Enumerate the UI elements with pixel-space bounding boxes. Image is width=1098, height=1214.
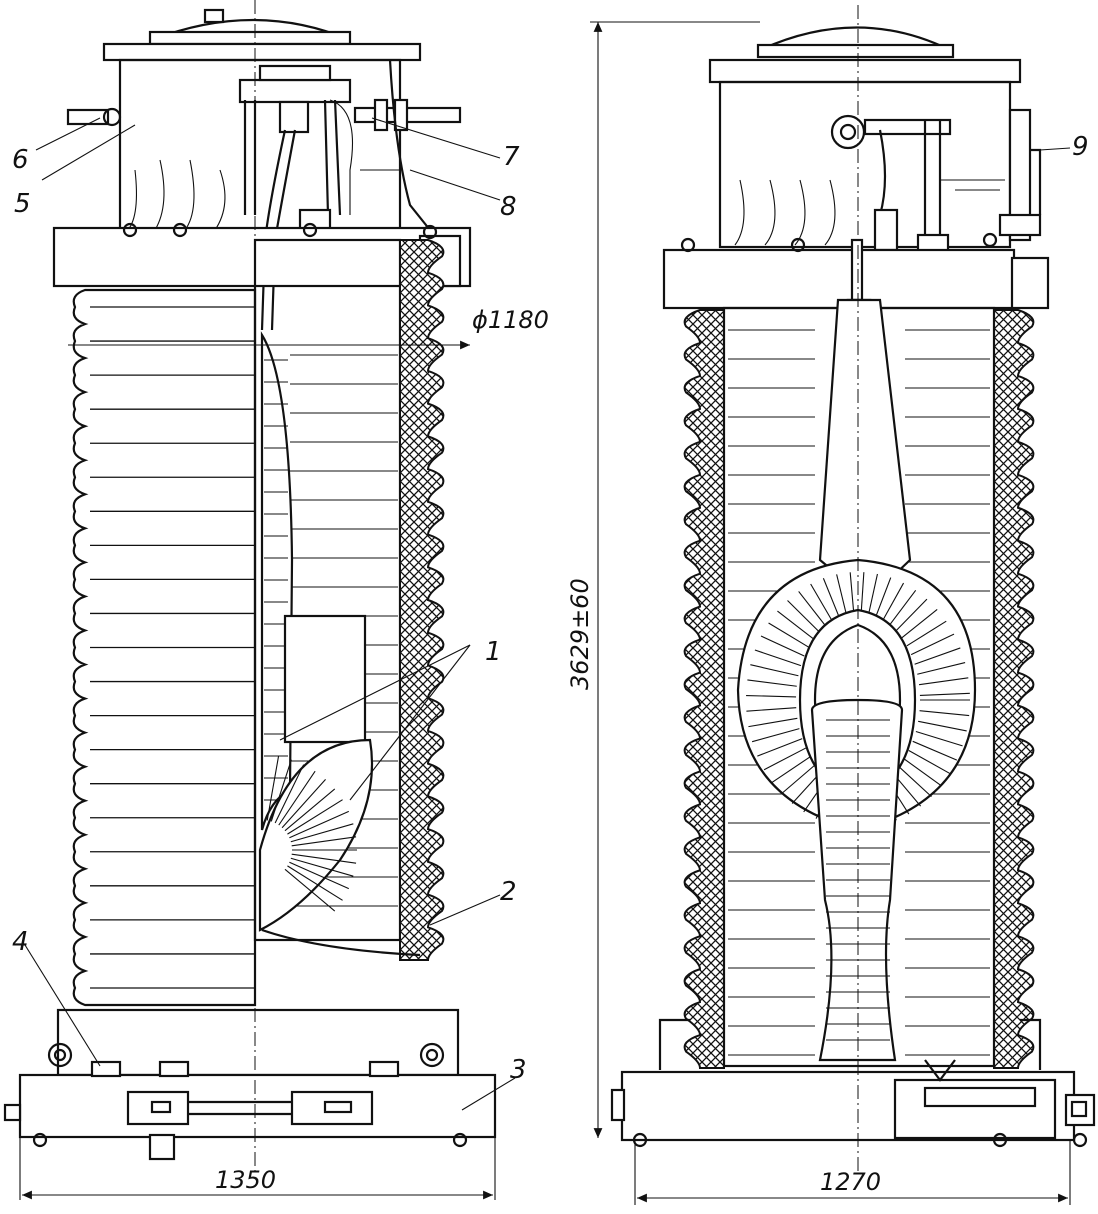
label-8: 8 xyxy=(500,192,517,222)
right-core xyxy=(818,298,912,602)
dimension-1270: 1270 xyxy=(634,1140,1071,1205)
right-base xyxy=(610,1018,1096,1148)
left-base xyxy=(3,1008,497,1161)
left-porcelain-housing xyxy=(72,288,257,1007)
dimension-height: 3629±60 xyxy=(566,21,760,1138)
label-1: 1 xyxy=(485,637,502,667)
dim-right-height: 3629±60 xyxy=(566,578,594,690)
label-7: 7 xyxy=(503,142,520,172)
dim-left-diameter: ϕ1180 xyxy=(472,306,549,334)
label-3: 3 xyxy=(510,1055,527,1085)
left-view: 1350 ϕ1180 6 5 7 8 1 2 4 3 xyxy=(3,0,549,1200)
right-top-cover xyxy=(708,26,1042,267)
dimension-diameter: ϕ1180 xyxy=(68,306,549,350)
dim-left-width: 1350 xyxy=(215,1166,276,1194)
right-view: 3629±60 1270 9 xyxy=(566,5,1096,1205)
dim-right-width: 1270 xyxy=(820,1168,881,1196)
dimension-1350: 1350 xyxy=(19,1137,496,1200)
label-9: 9 xyxy=(1072,132,1089,162)
left-section-interior xyxy=(258,239,445,961)
label-5: 5 xyxy=(14,189,31,219)
label-2: 2 xyxy=(500,877,517,907)
label-4: 4 xyxy=(12,927,29,957)
label-6: 6 xyxy=(12,145,29,175)
